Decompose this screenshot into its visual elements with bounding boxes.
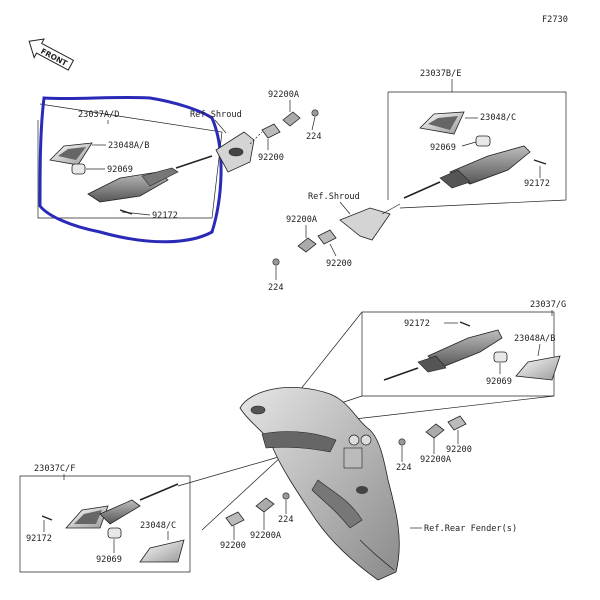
group-outline [19,475,191,573]
front-arrow-icon: FRONT [28,38,75,71]
label-92200a-bottom: 92200A [250,531,282,541]
label-92069: 92069 [107,165,133,175]
label-92172-rear-left: 92172 [26,534,52,544]
rear-right-signal-group: 23037/G 92172 23048A/B 92069 [361,300,566,397]
label-92069-rear-left: 92069 [96,555,122,565]
label-92200a-mid: 92200A [286,215,318,225]
label-92200-rear: 92200 [446,445,472,455]
rear-left-signal-group: 23037C/F 92172 92069 23048/C [19,464,191,573]
bulb-right [475,135,491,147]
mounting-hardware-bottom: 92200 92200A 224 [220,492,294,551]
label-92172-rear-right: 92172 [404,319,430,329]
label-92200-bottom: 92200 [220,541,246,551]
mounting-hardware-top: 92200A 92200 224 [249,90,322,163]
signal-body-right [449,145,531,185]
label-224-rear: 224 [396,463,412,473]
label-23037ad: 23037A/D [78,110,119,120]
label-92200-mid: 92200 [326,259,352,269]
label-23048c: 23048/C [480,113,516,123]
label-23037g: 23037/G [530,300,566,310]
label-92200a-rear: 92200A [420,455,452,465]
rear-fender [239,387,400,581]
label-ref-shroud-mid: Ref.Shroud [308,192,360,202]
shroud-bracket-top: Ref.Shroud [190,110,255,173]
label-92172: 92172 [152,211,178,221]
bulb [71,163,86,175]
label-23037be: 23037B/E [420,69,461,79]
label-23037cf: 23037C/F [34,464,75,474]
leader-lines [177,311,555,531]
label-224-bottom: 224 [278,515,294,525]
bulb-rear-right [493,351,508,363]
label-23048ab: 23048A/B [108,141,149,151]
signal-lens-rear-right [515,355,561,381]
label-ref-shroud-top: Ref.Shroud [190,110,242,120]
shroud-bracket-middle: Ref.Shroud 92200A 92200 224 [268,192,401,293]
label-224-top: 224 [306,132,322,142]
label-92200-top: 92200 [258,153,284,163]
label-92069-rear-right: 92069 [486,377,512,387]
label-23048ab-rear: 23048A/B [514,334,555,344]
label-92172-right: 92172 [524,179,550,189]
label-92200a-top: 92200A [268,90,300,100]
label-224-mid: 224 [268,283,284,293]
mounting-hardware-rear-right: 92200 92200A 224 [396,415,472,473]
group-outline [388,91,567,209]
label-23048c-rear-left: 23048/C [140,521,176,531]
figure-code: F2730 [542,15,568,25]
label-ref-rear-fender: Ref.Rear Fender(s) [424,524,517,534]
front-left-signal-group: 23037A/D 23048A/B 92069 92172 [37,103,223,221]
bulb-rear-left [107,527,122,539]
group-outline [37,103,223,219]
signal-lens-cover-rear-left [139,539,185,563]
front-right-signal-group: 23037B/E 23048/C 92069 92172 [387,69,567,209]
highlight-annotation [38,95,223,244]
label-92069-right: 92069 [430,143,456,153]
